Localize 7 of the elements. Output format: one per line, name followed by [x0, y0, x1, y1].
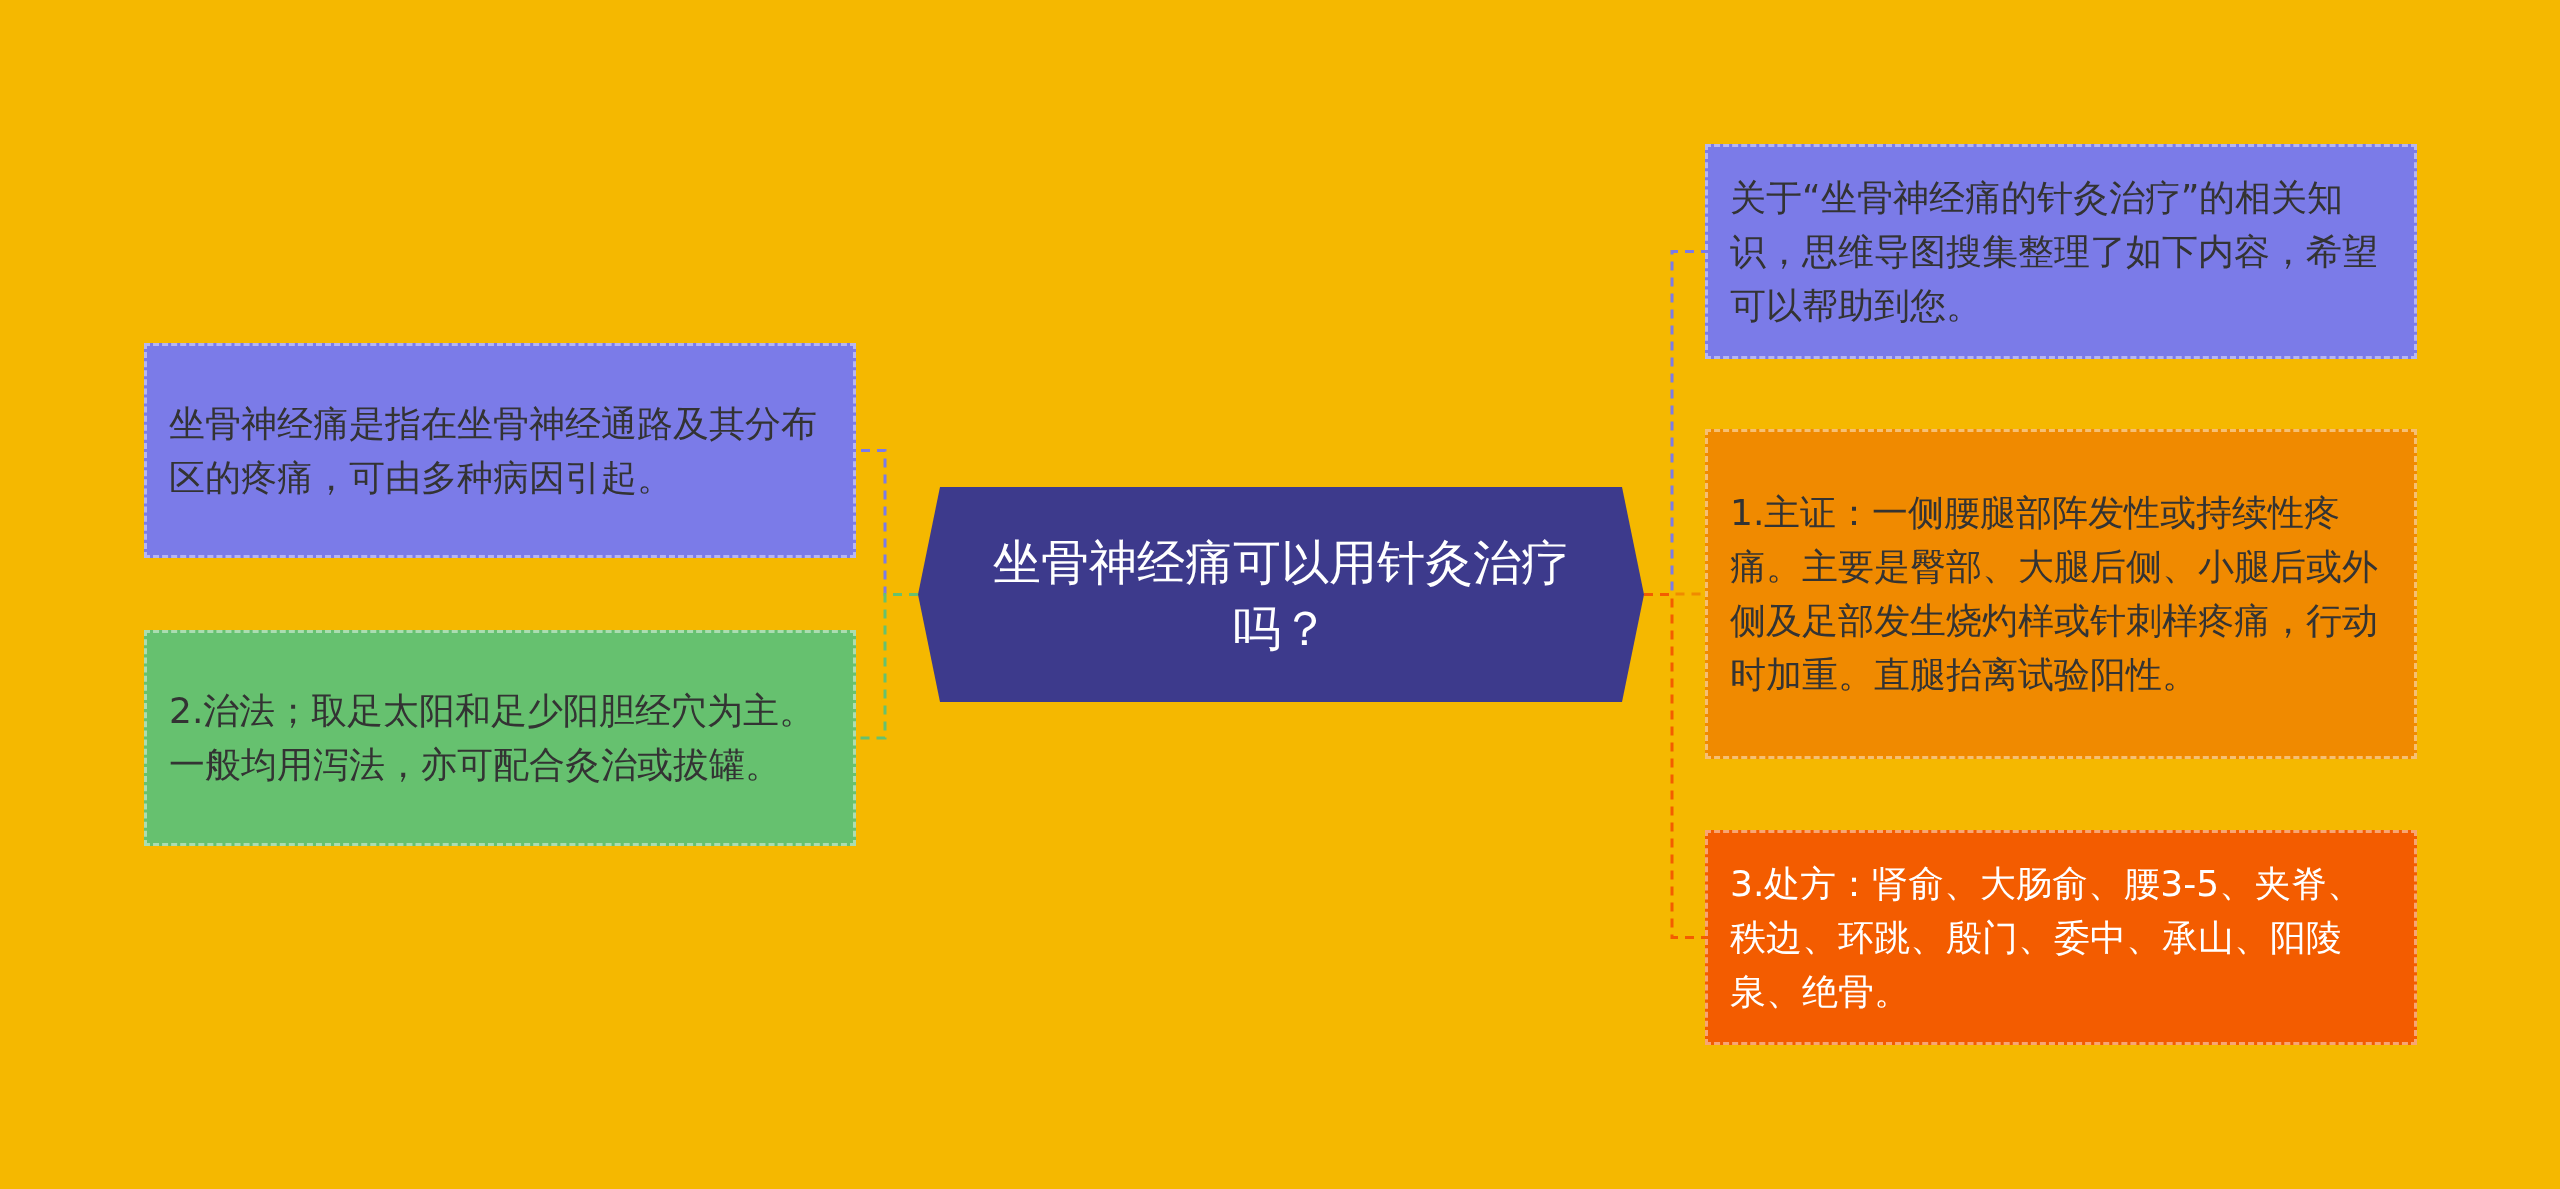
topic-box: 1.主证：一侧腰腿部阵发性或持续性疼痛。主要是臀部、大腿后侧、小腿后或外侧及足部发生烧灼样或针刺样疼痛，行动时加重。直腿抬离试验阳性。 — [1705, 429, 2417, 759]
central-topic-hexagon: 坐骨神经痛可以用针灸治疗吗？ — [918, 487, 1644, 702]
topic-box: 2.治法；取足太阳和足少阳胆经穴为主。一般均用泻法，亦可配合灸治或拔罐。 — [144, 630, 856, 846]
topic-box: 坐骨神经痛是指在坐骨神经通路及其分布区的疼痛，可由多种病因引起。 — [144, 343, 856, 558]
topic-box: 关于“坐骨神经痛的针灸治疗”的相关知识，思维导图搜集整理了如下内容，希望可以帮助到您。 — [1705, 144, 2417, 359]
connector-line — [1644, 593, 1705, 939]
topic-box: 3.处方：肾俞、大肠俞、腰3-5、夹脊、秩边、环跳、殷门、委中、承山、阳陵泉、绝骨。 — [1705, 830, 2417, 1045]
